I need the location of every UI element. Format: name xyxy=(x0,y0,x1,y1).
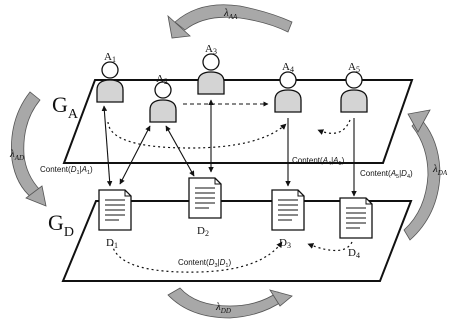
arrow-a2-d2 xyxy=(165,125,195,177)
document-label-d4: D4 xyxy=(348,247,360,260)
plane-label-document: GD xyxy=(48,210,74,240)
document-label-d2: D2 xyxy=(197,225,209,238)
document-plane xyxy=(61,200,413,282)
agent-label-a3: A3 xyxy=(205,43,217,56)
lambda-da-arrowhead xyxy=(407,109,431,133)
document-d3 xyxy=(271,189,305,231)
document-label-d3: D3 xyxy=(279,237,291,250)
edge-label-a5-d4: Content(A5|D4) xyxy=(360,169,413,180)
document-d1 xyxy=(98,189,132,231)
agent-label-a2: A2 xyxy=(156,73,168,86)
edge-label-a4-a5: Content(A4|A5) xyxy=(292,156,345,167)
lambda-ad-arrowhead xyxy=(25,185,47,207)
document-d2 xyxy=(188,177,222,219)
lambda-dd-arrowhead xyxy=(269,289,293,307)
arrow-a2-d1 xyxy=(119,125,151,185)
document-d4 xyxy=(339,197,373,239)
agent-a1 xyxy=(96,61,124,103)
plane-label-agent: GA xyxy=(52,92,79,122)
agent-label-a5: A5 xyxy=(348,61,360,74)
lambda-ad-label: λAD xyxy=(9,148,24,162)
lambda-da-label: λDA xyxy=(432,163,448,177)
edge-label-d3-d1: Content(D3|D1) xyxy=(178,258,231,269)
lambda-ad-arc xyxy=(11,91,41,199)
document-label-d1: D1 xyxy=(106,237,118,250)
lambda-aa-arc xyxy=(174,4,293,33)
arrow-a1-d1 xyxy=(101,105,113,187)
lambda-aa-label: λAA xyxy=(223,7,238,21)
agent-a4 xyxy=(274,71,302,113)
agent-a3 xyxy=(197,53,225,95)
agent-label-a1: A1 xyxy=(104,51,116,64)
dotted-link-d1-d3 xyxy=(111,241,283,273)
lambda-aa-arrowhead xyxy=(167,14,191,39)
lambda-dd-label: λDD xyxy=(215,301,231,315)
agent-label-a4: A4 xyxy=(282,61,294,74)
agent-plane xyxy=(62,79,414,164)
edge-label-d1-a1: Content(D1|A1) xyxy=(40,165,93,176)
agent-a5 xyxy=(340,71,368,113)
